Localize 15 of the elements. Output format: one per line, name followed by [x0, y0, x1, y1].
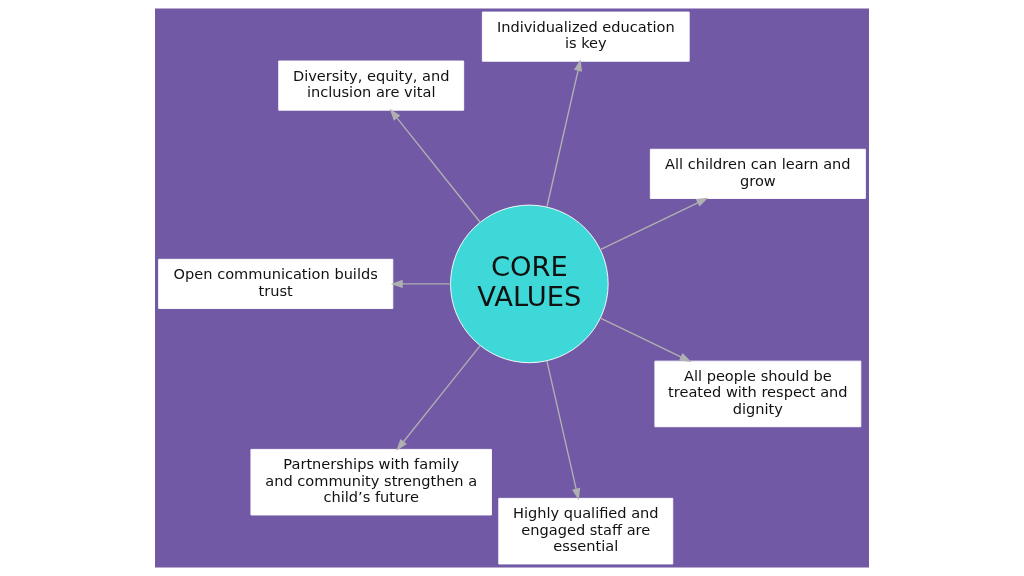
node-box: Individualized education is key: [481, 11, 690, 62]
node-box: All children can learn and grow: [649, 148, 866, 199]
node-box: Highly qualified and engaged staff are essential: [498, 497, 674, 565]
arrow: [599, 197, 709, 251]
node-circle: CORE VALUES: [450, 204, 609, 364]
arrow: [389, 108, 481, 223]
arrow: [390, 279, 452, 289]
node-box: Partnerships with family and community strengthen a child’s future: [250, 448, 492, 516]
arrow: [546, 360, 581, 501]
node-box: All people should be treated with respect and dignity: [654, 360, 862, 428]
node-box: Open communication builds trust: [158, 258, 394, 309]
arrow: [599, 317, 692, 362]
arrow: [546, 59, 583, 208]
arrow: [396, 344, 481, 451]
node-box: Diversity, equity, and inclusion are vital: [278, 60, 465, 111]
